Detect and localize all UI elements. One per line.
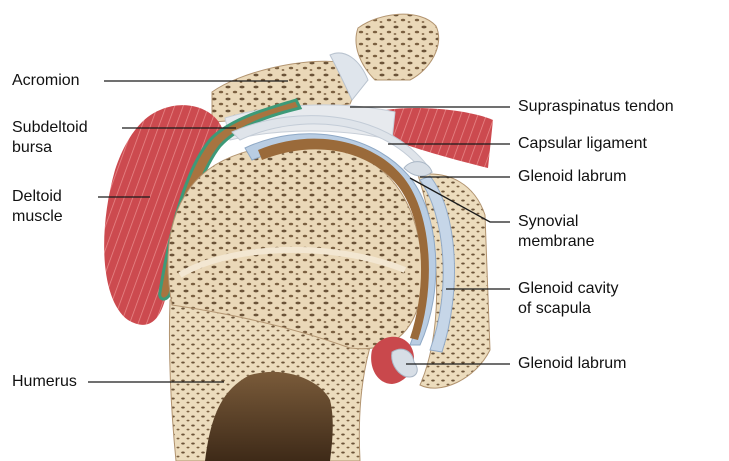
label-acromion: Acromion [12, 71, 80, 91]
clavicle-bone [356, 14, 439, 80]
label-glenoid-labrum-lower: Glenoid labrum [518, 354, 627, 374]
label-glenoid-labrum-upper: Glenoid labrum [518, 167, 627, 187]
label-capsular-text: Capsular ligament [518, 135, 647, 152]
label-deltoid-muscle: Deltoid muscle [12, 187, 63, 227]
label-humerus: Humerus [12, 372, 77, 392]
label-subdeltoid-line2: bursa [12, 138, 88, 158]
label-subdeltoid-line1: Subdeltoid [12, 118, 88, 138]
label-synovial-line1: Synovial [518, 212, 594, 232]
glenoid-labrum-upper-shape [404, 162, 432, 176]
label-acromion-text: Acromion [12, 72, 80, 89]
label-subdeltoid-bursa: Subdeltoid bursa [12, 118, 88, 158]
label-synovial-line2: membrane [518, 232, 594, 252]
label-supraspinatus-tendon: Supraspinatus tendon [518, 97, 674, 117]
label-glenoid-cavity: Glenoid cavity of scapula [518, 279, 619, 319]
label-glenoid-cavity-line1: Glenoid cavity [518, 279, 619, 299]
label-capsular-ligament: Capsular ligament [518, 134, 647, 154]
label-deltoid-line2: muscle [12, 207, 63, 227]
label-humerus-text: Humerus [12, 373, 77, 390]
label-supraspinatus-text: Supraspinatus tendon [518, 98, 674, 115]
label-glenoid-cavity-line2: of scapula [518, 299, 619, 319]
label-glenoid-labrum-lower-text: Glenoid labrum [518, 355, 627, 372]
label-deltoid-line1: Deltoid [12, 187, 63, 207]
label-glenoid-labrum-upper-text: Glenoid labrum [518, 168, 627, 185]
label-synovial-membrane: Synovial membrane [518, 212, 594, 252]
supraspinatus-muscle [385, 108, 493, 168]
